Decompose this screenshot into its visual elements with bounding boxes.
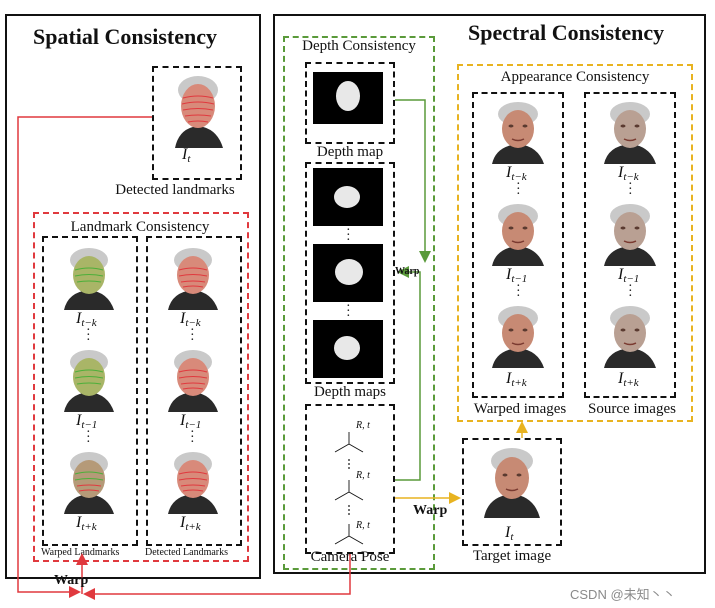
label-warped-img-tpk: It+k	[506, 370, 527, 389]
appearance-consistency-title: Appearance Consistency	[500, 69, 650, 85]
face-detected-tm1	[168, 350, 218, 412]
vdots-depth-2: ···	[346, 299, 351, 324]
face-source-img-tm1	[604, 204, 656, 266]
depth-map-image	[313, 72, 383, 124]
depth-map-caption: Depth map	[316, 144, 384, 160]
face-warped-tm1	[64, 350, 114, 412]
face-warped-img-tm1	[492, 204, 544, 266]
target-image-caption: Target image	[472, 548, 552, 564]
spatial-consistency-title: Spatial Consistency	[33, 24, 217, 49]
vdots-detected-1: ···	[190, 323, 195, 348]
warped-landmarks-caption: Warped Landmarks	[41, 547, 120, 558]
detected-landmarks-column-caption: Detected Landmarks	[145, 547, 229, 558]
warped-landmarks-column	[42, 236, 138, 546]
pose-label-2: R, t	[356, 470, 370, 481]
label-warped-img-tm1: It−1	[506, 266, 528, 285]
depth-consistency-title: Depth Consistency	[302, 38, 416, 54]
warp-label-target: Warp	[413, 503, 448, 518]
label-warped-tmk: It−k	[76, 310, 97, 329]
appearance-consistency-box	[457, 64, 693, 422]
label-warped-img-tmk: It−k	[506, 164, 527, 183]
vdots-source-img-2: ···	[628, 279, 633, 304]
vdots-warped-img-2: ···	[516, 279, 521, 304]
spectral-consistency-panel	[273, 14, 706, 574]
warp-label-depth: Warp	[395, 266, 420, 277]
detected-landmarks-column	[146, 236, 242, 546]
depth-map-tpk	[313, 320, 383, 378]
label-it-detected: It	[182, 146, 191, 165]
face-warped-tpk	[64, 452, 114, 514]
depth-map-tm1	[313, 244, 383, 302]
landmark-consistency-box	[33, 212, 249, 562]
vdots-source-img-1: ···	[628, 177, 633, 202]
vdots-warped-1: ···	[86, 323, 91, 348]
spatial-consistency-panel	[5, 14, 261, 579]
depth-map-box	[305, 62, 395, 144]
face-detected-tpk	[168, 452, 218, 514]
label-source-img-tpk: It+k	[618, 370, 639, 389]
face-warped-tmk	[64, 248, 114, 310]
camera-pose-box	[305, 404, 395, 554]
vdots-depth-1: ···	[346, 223, 351, 248]
detected-landmarks-caption: Detected landmarks	[115, 182, 235, 198]
face-detected-tmk	[168, 248, 218, 310]
target-image-box	[462, 438, 562, 546]
face-source-img-tmk	[604, 102, 656, 164]
face-source-img-tpk	[604, 306, 656, 368]
label-warped-tpk: It+k	[76, 514, 97, 533]
spectral-consistency-title: Spectral Consistency	[468, 20, 665, 45]
warped-images-column	[472, 92, 564, 398]
green-arrow-depth	[395, 99, 431, 263]
source-images-column	[584, 92, 676, 398]
pose-label-1: R, t	[356, 420, 370, 431]
depth-maps-caption: Depth maps	[313, 384, 387, 400]
red-arrow-right	[83, 554, 351, 600]
depth-maps-box	[305, 162, 395, 384]
depth-consistency-box	[283, 36, 435, 570]
warped-images-caption: Warped images	[473, 401, 567, 417]
landmark-consistency-title: Landmark Consistency	[70, 219, 210, 235]
warp-label-bottom: Warp	[54, 573, 89, 588]
watermark: CSDN @未知丶丶	[570, 587, 676, 602]
face-it-detected	[175, 76, 223, 148]
green-arrow-pose	[395, 266, 421, 481]
label-detected-tpk: It+k	[180, 514, 201, 533]
source-images-caption: Source images	[588, 401, 676, 417]
pose-label-3: R, t	[356, 520, 370, 531]
face-warped-img-tpk	[492, 306, 544, 368]
label-detected-tmk: It−k	[180, 310, 201, 329]
red-arrow-left	[17, 116, 152, 598]
label-source-img-tm1: It−1	[618, 266, 640, 285]
label-source-img-tmk: It−k	[618, 164, 639, 183]
vdots-warped-2: ···	[86, 425, 91, 450]
label-warped-tm1: It−1	[76, 412, 98, 431]
face-warped-img-tmk	[492, 102, 544, 164]
vdots-warped-img-1: ···	[516, 177, 521, 202]
label-detected-tm1: It−1	[180, 412, 202, 431]
face-target	[484, 448, 540, 518]
detected-landmarks-box	[152, 66, 242, 180]
depth-map-tmk	[313, 168, 383, 226]
label-target: It	[505, 524, 514, 543]
camera-pose-diagram	[334, 432, 364, 545]
vdots-detected-2: ···	[190, 425, 195, 450]
